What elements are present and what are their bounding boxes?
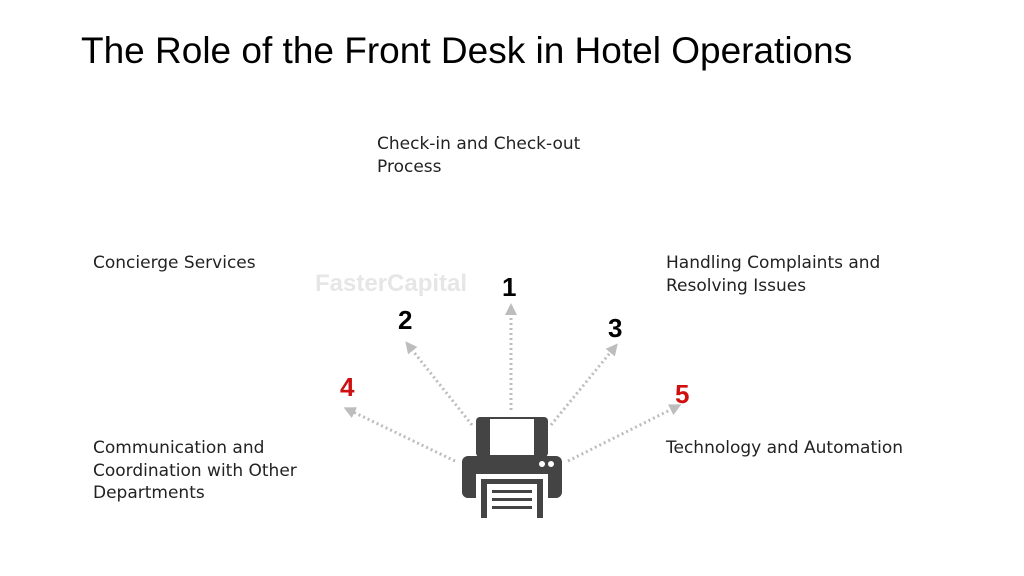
- printer-icon: [462, 417, 562, 520]
- number-5: 5: [675, 379, 690, 409]
- label-check-in: Check-in and Check-out Process: [377, 134, 581, 177]
- label-complaints: Handling Complaints and Resolving Issues: [666, 253, 881, 296]
- page-title: The Role of the Front Desk in Hotel Oper…: [81, 30, 853, 71]
- watermark-logo: FasterCapital: [315, 270, 468, 297]
- label-concierge: Concierge Services: [93, 253, 256, 273]
- arrow-5: [567, 404, 682, 463]
- number-1: 1: [502, 272, 517, 302]
- number-2: 2: [398, 305, 413, 335]
- label-communication: Communication and Coordination with Othe…: [93, 438, 297, 503]
- arrow-3: [549, 343, 618, 426]
- label-technology: Technology and Automation: [666, 438, 904, 458]
- arrow-2: [405, 341, 474, 426]
- arrow-4: [343, 407, 456, 463]
- number-3: 3: [608, 313, 623, 343]
- number-4: 4: [340, 372, 355, 402]
